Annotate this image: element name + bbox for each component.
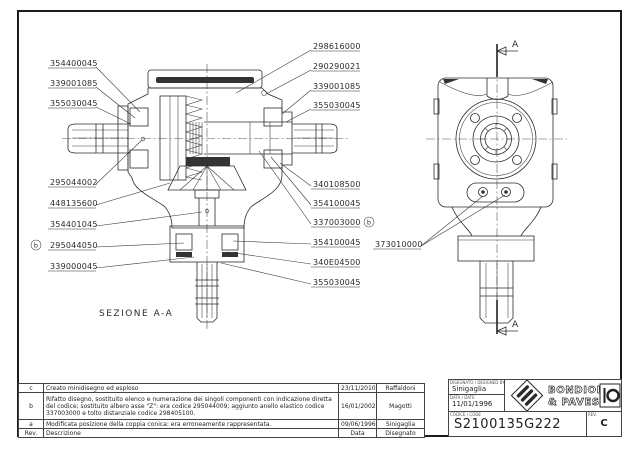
part-number: 339001085 <box>50 79 98 88</box>
table-row: b Rifatto disegno, sostituito elenco e n… <box>18 392 425 420</box>
code-cell: CODICE / CODE S2100135G222 <box>449 412 586 436</box>
revision-letter: c <box>18 383 44 393</box>
part-number: 355030045 <box>50 99 98 108</box>
bearing-symbols <box>129 107 283 169</box>
part-number: 355030045 <box>313 278 361 287</box>
revision-author: Sinigaglia <box>376 419 425 429</box>
designer-name: Sinigaglia <box>449 385 504 395</box>
pinion-gear <box>167 157 247 191</box>
plug-boss <box>466 182 525 203</box>
table-header-row: Rev. Descrizione Data Disegnato <box>18 428 425 438</box>
code-label: CODICE / CODE <box>450 412 481 417</box>
header-data: Data <box>338 428 377 438</box>
section-cut-marks: A A <box>496 40 519 336</box>
section-label: SEZIONE A-A <box>99 309 173 319</box>
revision-marker-circle <box>30 239 42 251</box>
output-shaft <box>451 206 542 324</box>
revision-description: Creato minidisegno ed esploso <box>43 383 339 393</box>
rev-cell: REV. C <box>586 412 621 436</box>
cut-letter-bottom: A <box>512 320 519 330</box>
part-number: 354401045 <box>50 220 98 229</box>
part-number: 339000045 <box>50 262 98 271</box>
part-number: 290290021 <box>313 62 361 71</box>
part-number: 340108500 <box>313 180 361 189</box>
rev-value: C <box>600 418 608 429</box>
revision-letter: a <box>18 419 44 429</box>
brand-line1: BONDIOLI <box>548 385 608 396</box>
horizontal-shaft <box>189 121 292 155</box>
designer-label: DISEGNATO / DESIGNED BY <box>450 380 504 385</box>
revision-author: Magotti <box>376 392 425 420</box>
table-row: a Modificata posizione della coppia coni… <box>18 419 425 429</box>
side-view: A A <box>426 40 567 336</box>
bp-square-mark-icon <box>599 383 620 408</box>
revision-description: Modificata posizione della coppia conica… <box>43 419 339 429</box>
right-pto-shaft <box>292 123 338 154</box>
title-block-left: DISEGNATO / DESIGNED BY Sinigaglia DATA … <box>448 379 505 412</box>
flange <box>455 98 537 180</box>
part-number: 448135600 <box>50 199 98 208</box>
revision-description: Rifatto disegno, sostituito elenco e num… <box>43 392 339 420</box>
vertical-shaft <box>169 189 245 323</box>
part-number: 339001085 <box>313 82 361 91</box>
left-pto-shaft <box>67 123 146 154</box>
vent-plug <box>261 90 267 96</box>
revision-marker: b <box>367 219 371 227</box>
part-number: 354100045 <box>313 238 361 247</box>
callouts-right: 298616000 290290021 339001085 355030045 … <box>220 42 506 288</box>
part-number: 337003000 <box>313 218 361 227</box>
brand-line2: & PAVESI <box>548 397 604 408</box>
header-descrizione: Descrizione <box>43 428 339 438</box>
drawing-sheet-border <box>17 10 622 437</box>
revision-table: c Creato minidisegno ed esploso 23/11/20… <box>18 383 425 438</box>
cover-seal <box>156 77 254 83</box>
table-row: c Creato minidisegno ed esploso 23/11/20… <box>18 383 425 393</box>
part-number: 373010000 <box>375 240 423 249</box>
rev-label: REV. <box>588 412 597 417</box>
revision-date: 09/06/1996 <box>338 419 377 429</box>
housing-front <box>437 77 554 208</box>
housing-outline <box>127 87 293 229</box>
part-number: 295044050 <box>50 241 98 250</box>
revision-author: Raffaldoni <box>376 383 425 393</box>
part-number: 340E04500 <box>313 258 361 267</box>
crown-gear <box>159 95 204 181</box>
callouts-left: 354400045 339001085 355030045 295044002 … <box>30 59 203 272</box>
bondioli-pavesi-logo: BONDIOLI & PAVESI <box>510 380 620 411</box>
revision-date: 16/01/2002 <box>338 392 377 420</box>
part-number: 354100045 <box>313 199 361 208</box>
part-number: 295044002 <box>50 178 98 187</box>
drawing-code: S2100135G222 <box>454 417 562 432</box>
header-disegnato: Disegnato <box>376 428 425 438</box>
date-label: DATA / DATE <box>450 395 475 400</box>
revision-marker-circle <box>363 216 375 228</box>
diamond-logo-icon <box>510 380 543 411</box>
revision-letter: b <box>18 392 44 420</box>
revision-date: 23/11/2010 <box>338 383 377 393</box>
drawing-date: 11/01/1996 <box>452 400 493 408</box>
revision-marker: b <box>34 242 38 250</box>
section-view: SEZIONE A-A <box>62 64 348 330</box>
title-block: DISEGNATO / DESIGNED BY Sinigaglia DATA … <box>448 379 622 437</box>
cut-letter-top: A <box>512 40 519 50</box>
part-number: 298616000 <box>313 42 361 51</box>
company-logo: BONDIOLI & PAVESI <box>505 379 622 412</box>
part-number: 355030045 <box>313 101 361 110</box>
header-rev: Rev. <box>18 428 44 438</box>
part-number: 354400045 <box>50 59 98 68</box>
